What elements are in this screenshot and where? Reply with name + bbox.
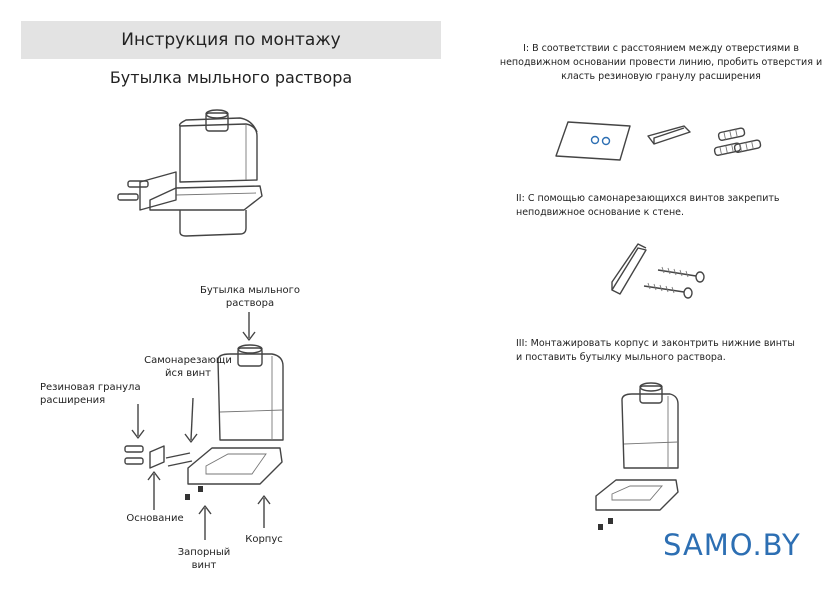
assembled-dispenser-illustration — [117, 109, 263, 237]
step-1-text: I: В соответствии с расстоянием между от… — [499, 43, 823, 82]
exploded-view-illustration — [124, 344, 284, 500]
step3-illustration — [595, 382, 679, 530]
label-bottle: Бутылка мыльного раствора — [200, 285, 300, 309]
label-self-tapping-screw: Самонарезающи йся винт — [144, 355, 232, 379]
product-title: Бутылка мыльного раствора — [109, 68, 353, 87]
leader-arrows — [131, 312, 271, 540]
label-lock-screw: Запорный винт — [177, 547, 231, 571]
step-3-text: III: Монтажировать корпус и законтрить н… — [516, 338, 795, 363]
header-bar: Инструкция по монтажу — [21, 21, 441, 59]
brand-logo: SAMO.BY — [663, 528, 801, 562]
step-2-text: II: С помощью самонарезающихся винтов за… — [516, 193, 780, 218]
page-title: Инструкция по монтажу — [121, 30, 341, 50]
step1-illustration — [555, 121, 762, 161]
label-body: Корпус — [245, 534, 283, 545]
label-rubber-granule: Резиновая гранула расширения — [40, 382, 141, 406]
label-base: Основание — [126, 513, 184, 524]
step2-illustration — [611, 243, 705, 299]
